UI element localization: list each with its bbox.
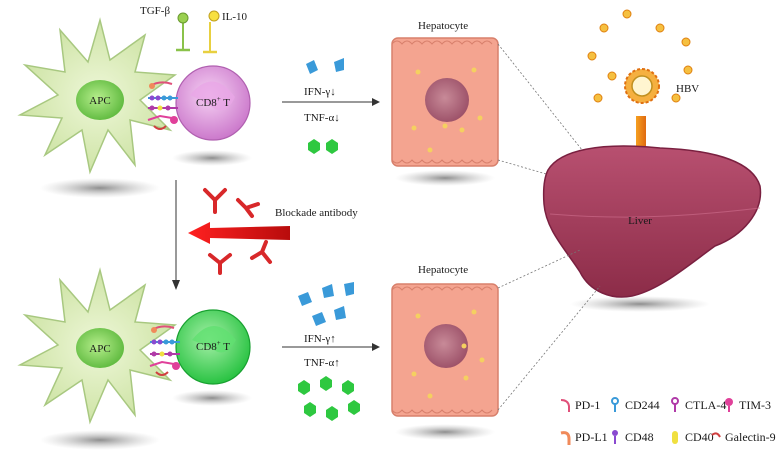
il10-label: IL-10 — [222, 11, 248, 23]
blockade-antibodies — [203, 188, 272, 275]
legend-item-tim3: TIM-3 — [722, 397, 771, 413]
legend-item-galectin9: Galectin-9 — [708, 429, 776, 445]
tnf-alpha-top-icons — [308, 139, 338, 154]
legend-label-cd40: CD40 — [685, 429, 714, 444]
legend-item-pd1: PD-1 — [558, 397, 600, 413]
apc-bottom-nucleus — [76, 328, 124, 368]
apc-bottom-label: APC — [89, 343, 110, 355]
il10-ligand — [203, 10, 220, 54]
hepatocyte-bottom-nucleus — [424, 324, 468, 368]
tgf-beta-label: TGF-β — [140, 5, 170, 17]
bottom-output-arrowhead — [372, 343, 380, 351]
liver-organ — [542, 145, 762, 298]
liver-lobe-line — [549, 207, 761, 218]
hepatocyte-top-nucleus — [425, 78, 469, 122]
receptor-pairs-bottom — [149, 325, 180, 376]
apc-top-label: APC — [89, 95, 110, 107]
hepatocyte-top-cell — [391, 37, 499, 167]
apc-top-shadow — [40, 178, 160, 198]
ifn-up-label: IFN-γ↑ — [304, 333, 336, 345]
bottom-link-line-1 — [497, 249, 581, 289]
bottom-link-line-2 — [497, 285, 601, 411]
legend-item-pdl1: PD-L1 — [558, 429, 608, 445]
top-link-line-1 — [497, 43, 591, 161]
tnf-up-label: TNF-α↑ — [304, 357, 340, 369]
blockade-red-arrow — [188, 222, 290, 244]
legend-item-cd48: CD48 — [608, 429, 654, 445]
ifn-down-label: IFN-γ↓ — [304, 86, 336, 98]
galectin9-icon — [711, 432, 721, 438]
tnf-alpha-bottom-icons — [298, 376, 360, 421]
legend-label-galectin9: Galectin-9 — [725, 429, 776, 444]
legend-item-ctla4: CTLA-4 — [668, 397, 726, 413]
liver-label: Liver — [628, 215, 652, 227]
hbv-label: HBV — [676, 83, 699, 95]
apc-bottom-cell — [17, 267, 178, 425]
tim3-icon — [725, 398, 733, 412]
hbv-virus-particles — [587, 9, 693, 104]
apc-top-nucleus — [76, 80, 124, 120]
receptor-pairs-top — [147, 81, 178, 130]
legend-label-pdl1: PD-L1 — [575, 429, 608, 444]
tnf-down-label: TNF-α↓ — [304, 112, 340, 124]
cd8-bottom-label: CD8+ T — [196, 339, 230, 353]
blockade-antibody-label: Blockade antibody — [275, 207, 358, 219]
cd8-top-label: CD8+ T — [196, 95, 230, 109]
pdl1-icon — [560, 431, 571, 445]
legend-label-ctla4: CTLA-4 — [685, 397, 727, 412]
legend-label-tim3: TIM-3 — [739, 397, 771, 412]
legend-label-cd48: CD48 — [625, 429, 654, 444]
cd8-top-shadow — [172, 150, 252, 166]
hepatocyte-top-label: Hepatocyte — [418, 20, 468, 32]
legend-label-pd1: PD-1 — [575, 397, 601, 412]
hepatocyte-top-shadow — [395, 170, 495, 186]
legend-item-cd40: CD40 — [668, 429, 714, 445]
cd48-icon — [612, 430, 618, 444]
legend: PD-1 CD244 CTLA-4 TIM-3 PD-L1 CD48 CD40 … — [558, 395, 776, 455]
cd244-icon — [611, 397, 619, 412]
tgf-beta-ligand — [176, 12, 190, 52]
top-output-arrowhead — [372, 98, 380, 106]
ifn-gamma-top-icons — [306, 58, 344, 74]
pd1-icon — [560, 399, 570, 412]
legend-label-cd244: CD244 — [625, 397, 660, 412]
hepatocyte-bottom-cell — [391, 283, 499, 417]
legend-item-cd244: CD244 — [608, 397, 660, 413]
cd8-bottom-shadow — [172, 390, 252, 406]
liver-shadow — [570, 296, 710, 312]
cd8-top-nucleus — [190, 81, 235, 111]
ctla4-icon — [671, 397, 679, 412]
hepatocyte-bottom-shadow — [395, 424, 495, 440]
down-transition-arrowhead — [172, 280, 180, 290]
apc-bottom-shadow — [40, 430, 160, 450]
apc-top-cell — [17, 17, 178, 175]
cd8-bottom-nucleus — [192, 326, 236, 353]
ifn-gamma-bottom-icons — [298, 282, 354, 326]
cd40-icon — [672, 431, 678, 444]
hepatocyte-bottom-label: Hepatocyte — [418, 264, 468, 276]
